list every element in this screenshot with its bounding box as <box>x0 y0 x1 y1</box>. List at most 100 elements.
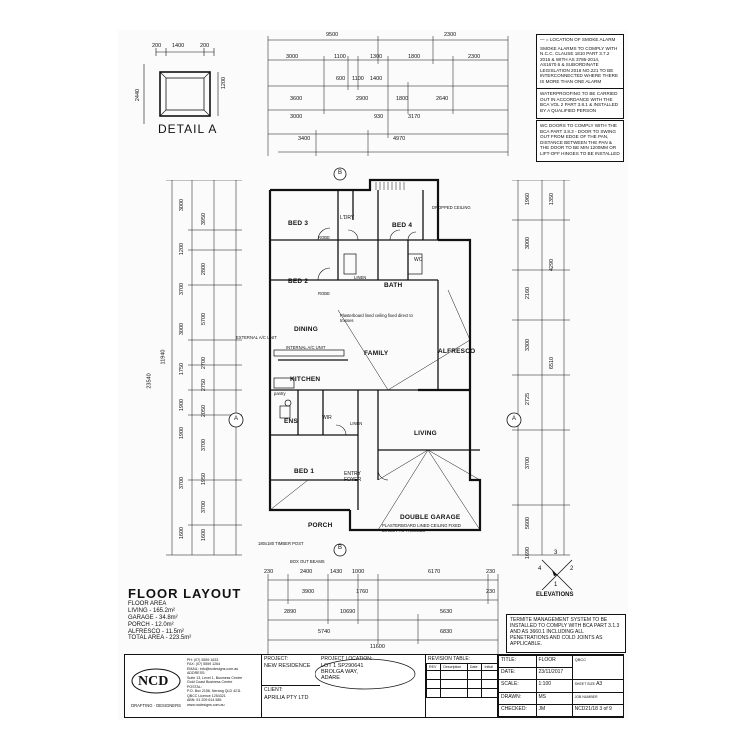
smoke-alarm-note: — = LOCATION OF SMOKE ALARM SMOKE ALARMS… <box>536 34 624 90</box>
room-entry-foyer: ENTRY FOYER <box>344 471 362 483</box>
elevation-1: 1 <box>554 582 558 588</box>
detail-a-dim-3: 200 <box>200 43 210 49</box>
area-porch: PORCH - 12.0m² <box>128 621 174 628</box>
detail-a-dim-side: 2440 <box>135 88 142 102</box>
bottom-dim-r1-2: 2400 <box>300 569 313 575</box>
job-number-label: JOB NUMBER <box>574 694 598 699</box>
rev-empty-row <box>425 670 498 680</box>
left-dim-c1-8: 3700 <box>179 476 186 490</box>
label-box-beams: BOX OUT BEAMS <box>290 559 325 564</box>
room-porch: PORCH <box>308 522 333 529</box>
room-bed2: BED 2 <box>288 278 309 285</box>
room-living: LIVING <box>414 430 437 437</box>
contact-address-2: Gold Coast Business Centre <box>187 680 233 685</box>
elevation-2: 2 <box>570 566 574 572</box>
left-dim-outer2: 23540 <box>146 373 153 389</box>
bottom-dim-r2-3: 230 <box>486 589 496 595</box>
right-dim-c2-2: 6510 <box>549 356 556 370</box>
top-dim-overall-1: 9500 <box>326 32 339 38</box>
floor-layout-block: FLOOR LAYOUT FLOOR AREA LIVING - 165.2m²… <box>128 586 248 642</box>
room-wc: WC <box>414 257 423 263</box>
room-family: FAMILY <box>364 350 389 357</box>
label-external-ac: EXTERNAL A/C UNIT <box>236 335 277 340</box>
left-dim-c2-9: 3700 <box>201 500 208 514</box>
room-bed4: BED 4 <box>392 222 413 229</box>
revision-label: REVISION TABLE: <box>428 656 471 662</box>
bottom-dim-r3-1: 2890 <box>284 609 297 615</box>
checked-label: CHECKED: <box>498 703 537 718</box>
bottom-dim-r4-2: 6830 <box>440 629 453 635</box>
left-dim-c2-4: 2700 <box>201 356 208 370</box>
top-dim-overall-2: 2300 <box>444 32 457 38</box>
right-dim-c1-6: 3700 <box>525 456 532 470</box>
termite-text: TERMITE MANAGEMENT SYSTEM TO BE INSTALLE… <box>510 617 620 647</box>
left-dim-c1-2: 1200 <box>179 242 186 256</box>
wc-doors-text: WC DOORS TO COMPLY WITH THE BCA PART 3.8… <box>540 123 620 156</box>
detail-a-drawing <box>143 48 219 124</box>
room-bed1: BED 1 <box>294 468 315 475</box>
title-block: NCD DRAFTING · DESIGNERS PH: (07) 5559 1… <box>124 654 625 718</box>
section-a-right-marker <box>506 412 522 428</box>
top-dim-r1-5: 2300 <box>468 54 481 60</box>
scale-label: SCALE: <box>498 679 537 693</box>
contact-postal-label: POSTAL: <box>187 684 202 689</box>
contact-address-1: Suite 13, Level 1, Business Centre <box>187 675 243 680</box>
elevation-4: 4 <box>538 566 542 572</box>
rev-empty-row <box>425 688 498 698</box>
detail-a-title: DETAIL A <box>158 122 218 136</box>
bottom-dim-overall: 11600 <box>370 644 385 650</box>
project-value: NEW RESIDENCE <box>264 663 311 669</box>
section-b-top: B <box>338 170 343 176</box>
area-living: LIVING - 165.2m² <box>128 607 176 614</box>
top-dim-r4-3: 3170 <box>408 114 421 120</box>
top-dim-r4-1: 3000 <box>290 114 303 120</box>
right-dim-c1-1: 1960 <box>525 192 532 206</box>
job-number-cell: JOB NUMBER <box>571 691 625 705</box>
right-dim-c1-3: 2160 <box>525 286 532 300</box>
sheet-number-value: 3 of 9 <box>599 705 612 712</box>
top-dim-r1-3: 1300 <box>370 54 383 60</box>
room-ldry: L'DRY <box>340 215 355 221</box>
right-dim-c2-1: 4290 <box>549 258 556 272</box>
room-linen-2: LINEN <box>350 421 363 426</box>
top-dim-r5-2: 4970 <box>393 136 406 142</box>
date-label: DATE: <box>498 667 537 681</box>
waterproofing-note: WATERPROOFING TO BE CARRIED OUT IN ACCOR… <box>536 88 624 119</box>
bottom-dim-r1-6: 230 <box>486 569 496 575</box>
checked-value: JM <box>535 703 573 718</box>
rev-col-date: Date <box>466 663 483 671</box>
sheet-size-value: A3 <box>596 681 603 688</box>
contact-email: EMAIL: info@ncdesigns.com.au <box>187 666 239 671</box>
top-dim-r2-2: 1100 <box>352 76 364 82</box>
left-dim-c2-2: 2800 <box>201 262 208 276</box>
room-linen: LINEN <box>354 275 367 280</box>
room-robe-1: ROBE <box>318 235 330 240</box>
area-garage: GARAGE - 34.8m² <box>128 614 178 621</box>
contact-abn: ABN: 51 209 614 585 <box>187 698 222 703</box>
location-label: PROJECT LOCATION: <box>321 656 373 662</box>
top-dim-r1-1: 3000 <box>286 54 299 60</box>
qbsa-logo: QBCC <box>571 654 625 681</box>
project-label: PROJECT: <box>264 656 289 662</box>
smoke-alarm-legend: — = LOCATION OF SMOKE ALARM <box>540 37 616 42</box>
room-bath: BATH <box>384 282 403 289</box>
rev-col-initial: Initial <box>481 663 498 671</box>
right-dim-c1-4: 3300 <box>525 338 532 352</box>
detail-a-dim-side-2: 1200 <box>221 76 228 90</box>
date-value: 23/11/2017 <box>535 667 573 681</box>
area-alfresco: ALFRESCO - 11.5m² <box>128 628 184 635</box>
left-dim-c1-1: 3000 <box>179 198 186 212</box>
scale-value: 1:100 <box>535 679 573 693</box>
left-dim-c2-7: 3700 <box>201 438 208 452</box>
contact-fax: FAX: (07) 5559 1264 <box>187 662 221 667</box>
section-a-right: A <box>512 416 517 422</box>
waterproofing-text: WATERPROOFING TO BE CARRIED OUT IN ACCOR… <box>540 91 619 113</box>
section-a-left-marker <box>228 412 244 428</box>
smoke-alarm-text: SMOKE ALARMS TO COMPLY WITH N.C.C. CLAUS… <box>540 45 619 84</box>
top-dim-r2-3: 1400 <box>370 76 383 82</box>
top-dim-r4-2: 930 <box>374 114 384 120</box>
bottom-dim-r4-1: 5740 <box>318 629 331 635</box>
bottom-dim-r3-2: 10690 <box>340 609 356 615</box>
room-robe-2: ROBE <box>318 291 330 296</box>
left-dim-c2-8: 1950 <box>201 472 208 486</box>
